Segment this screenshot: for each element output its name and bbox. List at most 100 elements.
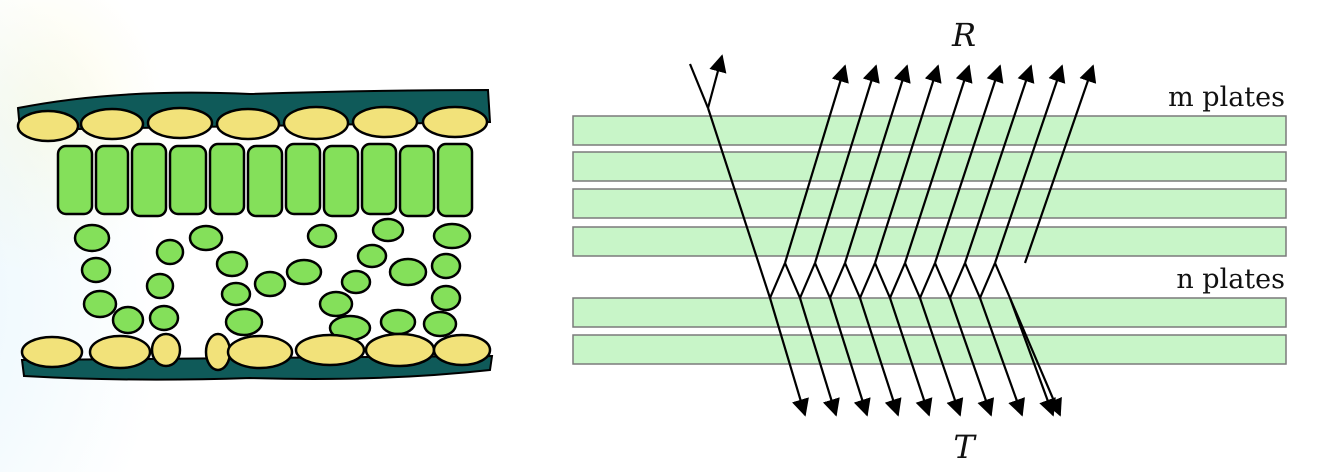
palisade-layer bbox=[56, 142, 474, 218]
spongy-cell bbox=[148, 304, 180, 332]
spongy-cell bbox=[253, 270, 287, 298]
epidermis-cell bbox=[204, 332, 232, 372]
internal-reflection bbox=[933, 262, 952, 299]
palisade-cell bbox=[94, 144, 130, 216]
palisade-cell bbox=[284, 142, 322, 216]
glass-plate bbox=[572, 334, 1287, 365]
palisade-cell bbox=[208, 142, 246, 216]
epidermis-cell bbox=[16, 109, 80, 143]
incident-ray bbox=[706, 107, 772, 299]
spongy-cell bbox=[432, 222, 472, 250]
plates-group bbox=[572, 115, 1287, 365]
spongy-cell bbox=[371, 217, 405, 243]
internal-reflection bbox=[978, 262, 997, 299]
transmitted-ray bbox=[828, 297, 871, 417]
spongy-cell bbox=[224, 307, 264, 337]
internal-reflection bbox=[843, 262, 862, 299]
reflected-ray bbox=[873, 64, 942, 264]
palisade-cell bbox=[398, 144, 436, 218]
internal-reflection bbox=[993, 262, 1012, 299]
spongy-cell bbox=[82, 289, 118, 319]
transmitted-ray bbox=[768, 297, 809, 417]
epidermis-cell bbox=[150, 332, 182, 368]
epidermis-cell bbox=[282, 105, 350, 141]
internal-reflection bbox=[858, 262, 877, 299]
palisade-cell bbox=[436, 142, 474, 218]
reflected-ray bbox=[783, 64, 849, 264]
transmitted-ray bbox=[1008, 297, 1062, 417]
transmitted-label: T bbox=[953, 428, 977, 466]
internal-reflection bbox=[783, 262, 802, 299]
reflected-label: R bbox=[951, 16, 976, 54]
glass-plate bbox=[572, 115, 1287, 146]
internal-reflection bbox=[948, 262, 967, 299]
spongy-cell bbox=[145, 272, 175, 300]
spongy-cell bbox=[80, 256, 112, 284]
reflected-ray bbox=[993, 64, 1066, 264]
reflected-ray bbox=[903, 64, 973, 264]
glass-plate bbox=[572, 226, 1287, 257]
internal-reflection bbox=[873, 262, 892, 299]
spongy-cell bbox=[430, 252, 462, 280]
reflected-ray bbox=[1023, 64, 1097, 264]
internal-reflection bbox=[768, 262, 787, 299]
epidermis-cell bbox=[364, 332, 436, 368]
palisade-cell bbox=[168, 144, 208, 216]
epidermis-cell bbox=[432, 333, 492, 367]
palisade-cell bbox=[130, 142, 168, 218]
transmitted-ray bbox=[888, 297, 933, 417]
spongy-cell bbox=[340, 269, 372, 295]
epidermis-cell bbox=[146, 106, 214, 140]
palisade-cell bbox=[56, 144, 94, 216]
internal-reflection bbox=[828, 262, 847, 299]
stacked-plates-diagram: R T m plates n plates bbox=[572, 16, 1287, 466]
palisade-cell bbox=[360, 142, 398, 216]
reflected-ray bbox=[843, 64, 911, 264]
spongy-cell bbox=[155, 238, 185, 266]
spongy-cell bbox=[388, 257, 428, 287]
internal-reflection bbox=[918, 262, 937, 299]
transmitted-ray bbox=[918, 297, 964, 417]
spongy-cell bbox=[356, 243, 388, 269]
spongy-cell bbox=[318, 290, 354, 318]
spongy-mesophyll bbox=[73, 217, 472, 342]
transmitted-ray bbox=[948, 297, 995, 417]
glass-plate bbox=[572, 188, 1287, 219]
reflected-ray bbox=[933, 64, 1004, 264]
palisade-cell bbox=[246, 144, 284, 218]
reflected-ray bbox=[706, 54, 727, 109]
upper-epidermis bbox=[16, 105, 489, 143]
leaf-cross-section bbox=[16, 88, 494, 381]
transmitted-ray bbox=[978, 297, 1025, 417]
reflected-ray bbox=[963, 64, 1035, 264]
epidermis-cell bbox=[226, 334, 294, 370]
lower-epidermis bbox=[20, 332, 492, 372]
reflected-ray bbox=[813, 64, 880, 264]
spongy-cell bbox=[430, 284, 462, 312]
spongy-cell bbox=[215, 250, 249, 278]
internal-reflection bbox=[963, 262, 982, 299]
internal-reflection bbox=[798, 262, 817, 299]
epidermis-cell bbox=[79, 107, 145, 141]
epidermis-cell bbox=[215, 107, 281, 141]
incident-ray bbox=[688, 63, 710, 109]
lower-plates-label: n plates bbox=[1176, 264, 1285, 295]
epidermis-cell bbox=[20, 335, 84, 369]
transmitted-ray bbox=[798, 297, 840, 417]
spongy-cell bbox=[422, 310, 458, 338]
epidermis-cell bbox=[294, 333, 366, 367]
upper-plates-label: m plates bbox=[1168, 82, 1285, 113]
epidermis-cell bbox=[421, 105, 489, 139]
spongy-cell bbox=[73, 223, 111, 253]
internal-reflection bbox=[888, 262, 907, 299]
rays-group bbox=[688, 54, 1097, 417]
spongy-cell bbox=[306, 223, 338, 249]
spongy-cell bbox=[188, 224, 224, 252]
spongy-cell bbox=[379, 308, 417, 336]
palisade-cell bbox=[322, 144, 360, 218]
spongy-cell bbox=[220, 281, 252, 307]
glass-plate bbox=[572, 297, 1287, 328]
internal-reflection bbox=[813, 262, 832, 299]
internal-reflection bbox=[903, 262, 922, 299]
epidermis-cell bbox=[88, 334, 152, 370]
